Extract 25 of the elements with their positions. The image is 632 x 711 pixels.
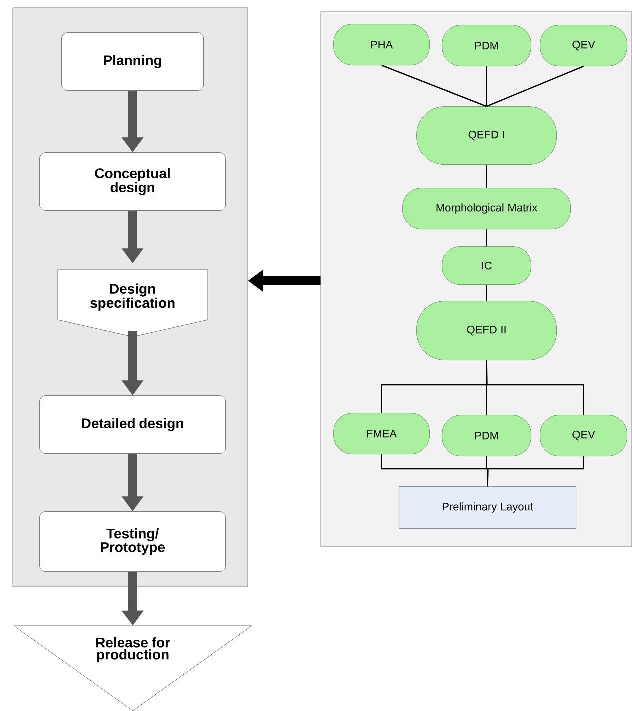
specification-box: Design specification	[58, 270, 208, 338]
method-pill: PDM	[442, 25, 532, 66]
release-triangle: Release for production	[14, 626, 252, 711]
connector-line	[382, 64, 488, 108]
method-pill: QEV	[540, 415, 628, 456]
process-box: Testing/ Prototype	[40, 512, 226, 572]
connector-line	[486, 66, 488, 107]
method-pill: Morphological Matrix	[402, 188, 571, 230]
method-pill: PDM	[442, 415, 532, 456]
method-pill: PHA	[334, 24, 430, 66]
method-pill: FMEA	[334, 413, 430, 454]
connector-line	[486, 230, 488, 247]
method-pill: QEFD II	[416, 301, 557, 360]
connector-line	[486, 66, 584, 108]
connector-line	[487, 456, 584, 487]
process-box: Planning	[62, 32, 204, 91]
process-box: Conceptual design	[40, 152, 226, 211]
method-pill: QEV	[540, 25, 628, 66]
connector-line	[486, 165, 488, 188]
method-pill: IC	[442, 246, 532, 285]
connector-line	[486, 360, 584, 416]
method-pill: QEFD I	[416, 106, 557, 165]
layout-box: Preliminary Layout	[399, 486, 576, 529]
connector-line	[486, 285, 488, 302]
process-box: Detailed design	[40, 396, 226, 454]
